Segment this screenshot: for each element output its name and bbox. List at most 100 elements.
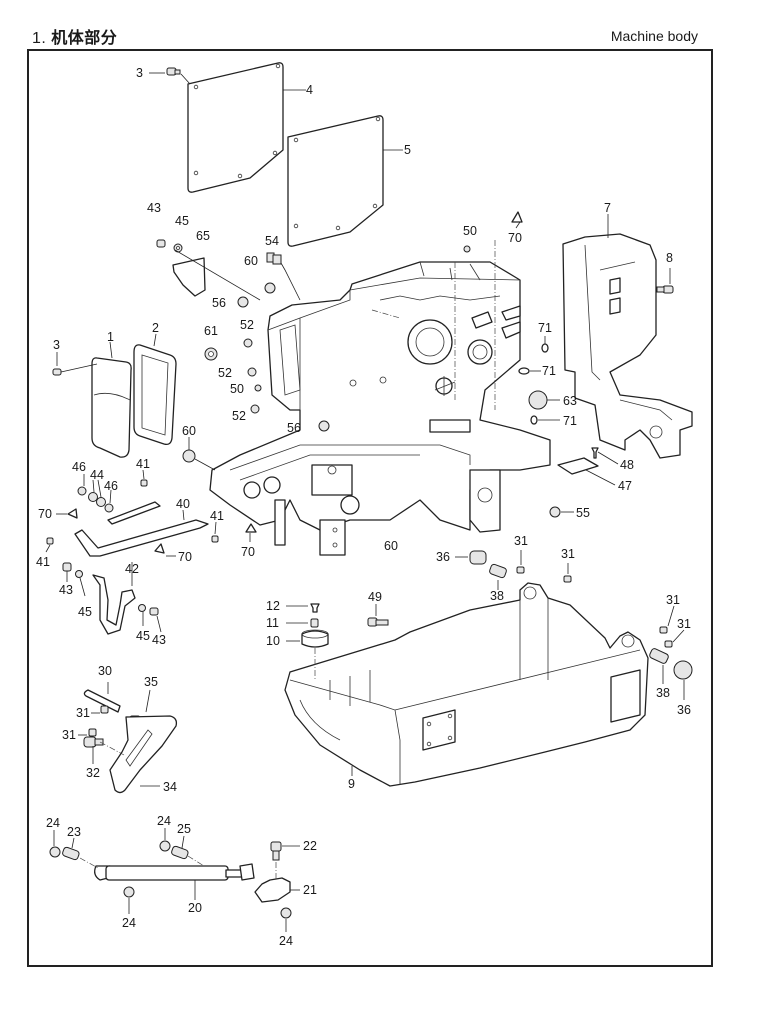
nut-46-b — [104, 503, 114, 513]
callout-34: 34 — [163, 780, 177, 794]
screw-3-top — [166, 67, 181, 76]
callout-38: 38 — [490, 589, 504, 603]
callout-10: 10 — [266, 634, 280, 648]
cap-24-b — [159, 840, 171, 852]
callout-31: 31 — [561, 547, 575, 561]
callout-24: 24 — [122, 916, 136, 930]
side-cover-plate-5 — [287, 115, 384, 247]
callout-60: 60 — [244, 254, 258, 268]
set-screw-31-e — [659, 626, 668, 634]
washer-45-right — [138, 604, 146, 612]
cover-1 — [91, 357, 132, 458]
cap-54 — [266, 252, 282, 265]
callout-46: 46 — [104, 479, 118, 493]
callout-31: 31 — [666, 593, 680, 607]
washer-45-top — [173, 243, 183, 253]
callout-32: 32 — [86, 766, 100, 780]
bolt-49 — [367, 617, 389, 627]
oring-71-a — [541, 343, 549, 353]
pin-38-left — [489, 563, 507, 579]
bracket-21 — [254, 877, 291, 903]
set-screw-31-a — [100, 705, 109, 714]
callout-41: 41 — [210, 509, 224, 523]
callout-24: 24 — [157, 814, 171, 828]
callout-45: 45 — [175, 214, 189, 228]
cap-24-d — [280, 907, 292, 919]
callout-50: 50 — [463, 224, 477, 238]
section-title-en: Machine body — [610, 28, 698, 44]
marker-70-left — [67, 508, 78, 519]
plate-47 — [557, 457, 599, 475]
callout-56: 56 — [212, 296, 226, 310]
set-screw-31-f — [664, 640, 673, 648]
callout-36: 36 — [677, 703, 691, 717]
plug-50-side — [254, 384, 262, 392]
bushing-36-left — [469, 550, 487, 565]
cap-24-a — [49, 846, 61, 858]
callout-24: 24 — [279, 934, 293, 948]
callout-55: 55 — [576, 506, 590, 520]
callout-60: 60 — [384, 539, 398, 553]
callout-7: 7 — [604, 201, 611, 215]
screw-12 — [310, 603, 320, 613]
rubber-cushion-10 — [301, 629, 329, 648]
callout-31: 31 — [677, 617, 691, 631]
plug-50-top — [463, 245, 471, 253]
callout-12: 12 — [266, 599, 280, 613]
callout-71: 71 — [542, 364, 556, 378]
set-screw-31-d — [563, 575, 572, 583]
callout-35: 35 — [144, 675, 158, 689]
callout-11: 11 — [266, 616, 279, 630]
plug-55 — [549, 506, 561, 518]
diagram-frame — [27, 49, 713, 967]
callout-36: 36 — [436, 550, 450, 564]
callout-48: 48 — [620, 458, 634, 472]
callout-8: 8 — [666, 251, 673, 265]
callout-1: 1 — [107, 330, 114, 344]
callout-21: 21 — [303, 883, 317, 897]
side-cover-7 — [562, 233, 693, 459]
pedal-bracket-34 — [109, 715, 178, 794]
nut-11 — [310, 618, 319, 628]
plug-60-left — [182, 449, 196, 463]
callout-61: 61 — [204, 324, 218, 338]
gasket-2 — [133, 344, 177, 446]
callout-31: 31 — [76, 706, 90, 720]
callout-43: 43 — [59, 583, 73, 597]
callout-45: 45 — [78, 605, 92, 619]
callout-52: 52 — [240, 318, 254, 332]
callout-70: 70 — [241, 545, 255, 559]
callout-60: 60 — [182, 424, 196, 438]
callout-52: 52 — [232, 409, 246, 423]
plug-56-lower — [318, 420, 330, 432]
callout-52: 52 — [218, 366, 232, 380]
callout-46: 46 — [72, 460, 86, 474]
pin-25 — [171, 845, 189, 860]
callout-50: 50 — [230, 382, 244, 396]
callout-45: 45 — [136, 629, 150, 643]
callout-31: 31 — [62, 728, 76, 742]
washer-45-left — [75, 570, 83, 578]
callout-70: 70 — [178, 550, 192, 564]
section-number: 1. — [32, 30, 47, 47]
nut-46-a — [77, 486, 87, 496]
callout-43: 43 — [147, 201, 161, 215]
screw-43-right — [149, 607, 159, 616]
screw-43-left — [62, 562, 72, 572]
callout-54: 54 — [265, 234, 279, 248]
marker-70-top — [511, 211, 523, 223]
callout-25: 25 — [177, 822, 191, 836]
marker-70-mid — [154, 543, 165, 554]
callout-47: 47 — [618, 479, 632, 493]
callout-44: 44 — [90, 468, 104, 482]
callout-30: 30 — [98, 664, 112, 678]
section-title-cn: 机体部分 — [51, 30, 118, 47]
callout-3: 3 — [136, 66, 143, 80]
callout-70: 70 — [508, 231, 522, 245]
callout-41: 41 — [136, 457, 150, 471]
screw-3-side — [52, 368, 62, 376]
callout-43: 43 — [152, 633, 166, 647]
bolt-22 — [270, 841, 282, 861]
screw-8 — [656, 285, 674, 294]
